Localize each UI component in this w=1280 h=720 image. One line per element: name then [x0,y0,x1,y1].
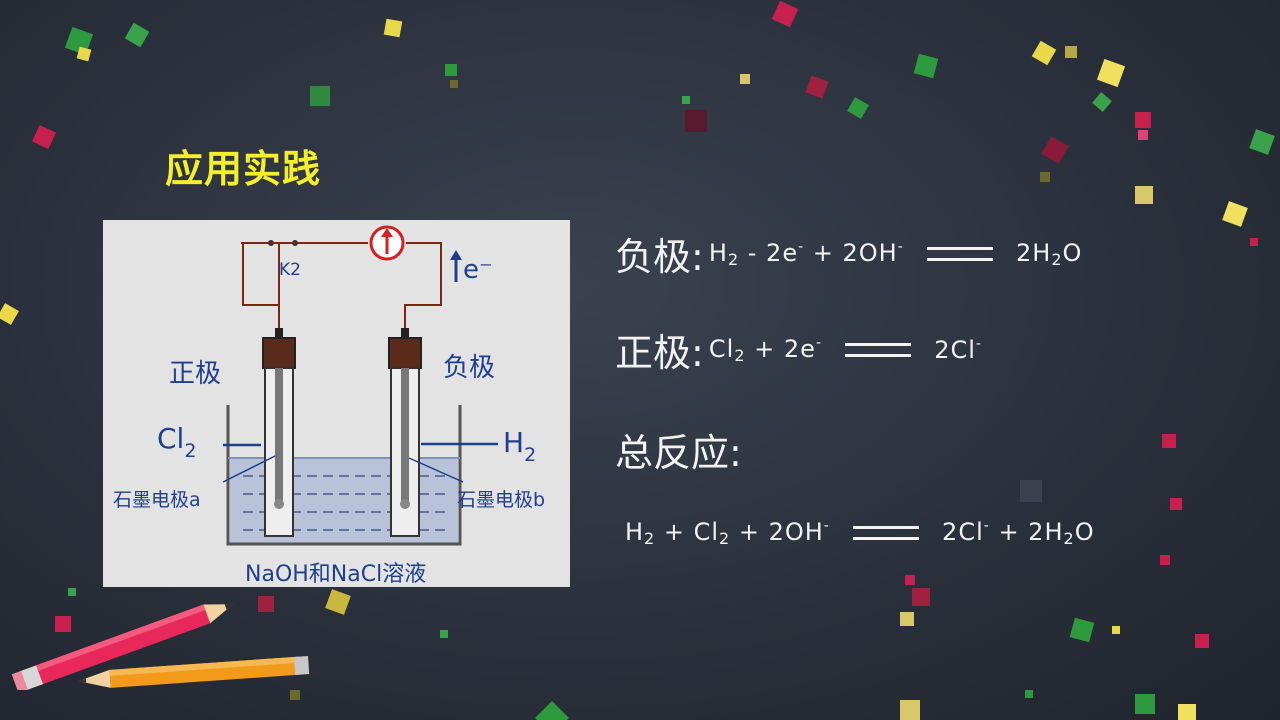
negative-electrode-equation: 负极: H2 - 2e- + 2OH- 2H2O [615,226,1082,281]
total-products: 2Cl- + 2H2O [942,518,1095,548]
equals-sign [852,526,919,540]
electrode-a-label: 石墨电极a [113,489,201,511]
negative-electrode-label: 负极: [615,235,704,279]
anode-label: 正极 [169,359,221,389]
galvanometer-icon [369,225,405,261]
electrode-a-pointer [222,455,276,483]
equals-sign [845,342,912,357]
total-reaction-equation: H2 + Cl2 + 2OH- 2Cl- + 2H2O [625,518,1095,548]
cl2-label: Cl2 [157,422,196,462]
switch-label: K2 [279,260,301,280]
circuit-wire [241,242,442,328]
switch-k2 [268,240,298,246]
solution-label: NaOH和NaCl溶液 [245,562,426,587]
total-reactants: H2 + Cl2 + 2OH- [625,518,830,548]
equals-sign [926,246,993,261]
beaker [226,405,462,546]
electron-flow-arrow [450,250,462,282]
electrolysis-diagram: K2 e⁻ [103,220,570,587]
page-title: 应用实践 [165,147,322,191]
electrode-b [388,328,422,537]
electrode-a [262,328,296,537]
total-reaction-heading: 总反应: [615,422,742,477]
negative-products: 2H2O [1015,238,1083,269]
positive-reactants: Cl2 + 2e- [708,334,822,365]
pencils-decoration [11,603,310,690]
electrode-b-label: 石墨电极b [457,489,545,511]
positive-products: 2Cl- [934,335,982,364]
positive-electrode-equation: 正极: Cl2 + 2e- 2Cl- [615,322,982,377]
positive-electrode-label: 正极: [615,331,704,375]
negative-reactants: H2 - 2e- + 2OH- [708,238,904,269]
electron-label: e⁻ [463,255,493,285]
h2-label: H2 [503,426,536,466]
total-reaction-label: 总反应: [615,431,742,475]
pink-pencil-icon [11,603,235,690]
electrode-b-pointer [408,457,464,483]
orange-pencil-icon [76,656,310,688]
circuit-wire-left [241,242,279,306]
cathode-label: 负极 [443,353,495,383]
